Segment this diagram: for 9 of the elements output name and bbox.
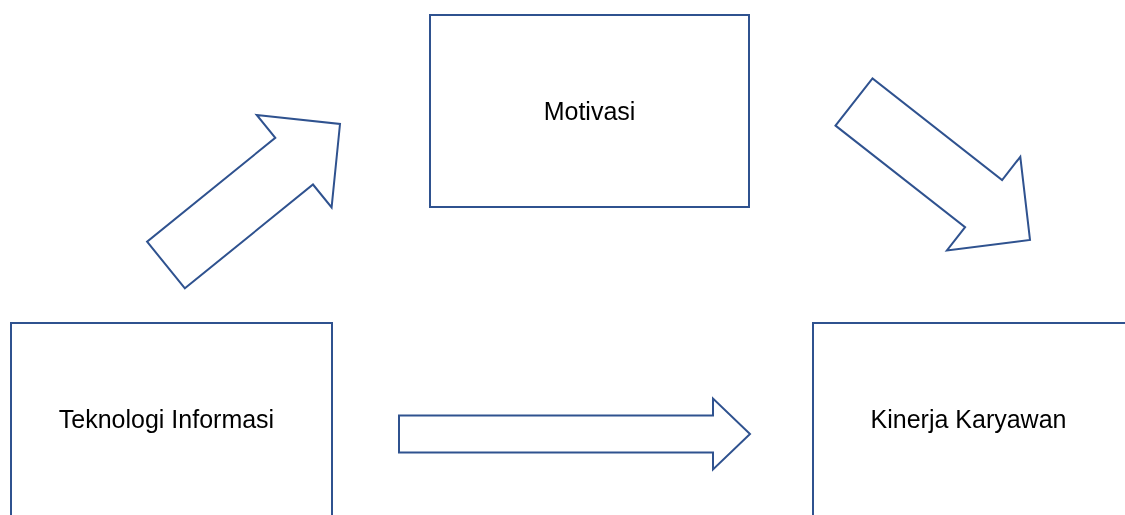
text-box (429, 14, 750, 208)
box-label: Teknologi Informasi (58, 404, 275, 434)
box-label: Motivasi (543, 96, 636, 126)
text-box (10, 322, 333, 515)
block-arrow (398, 396, 752, 472)
block-arrow (834, 77, 1032, 252)
block-arrow (145, 113, 342, 290)
text-box (812, 322, 1125, 515)
box-label: Kinerja Karyawan (870, 404, 1067, 434)
